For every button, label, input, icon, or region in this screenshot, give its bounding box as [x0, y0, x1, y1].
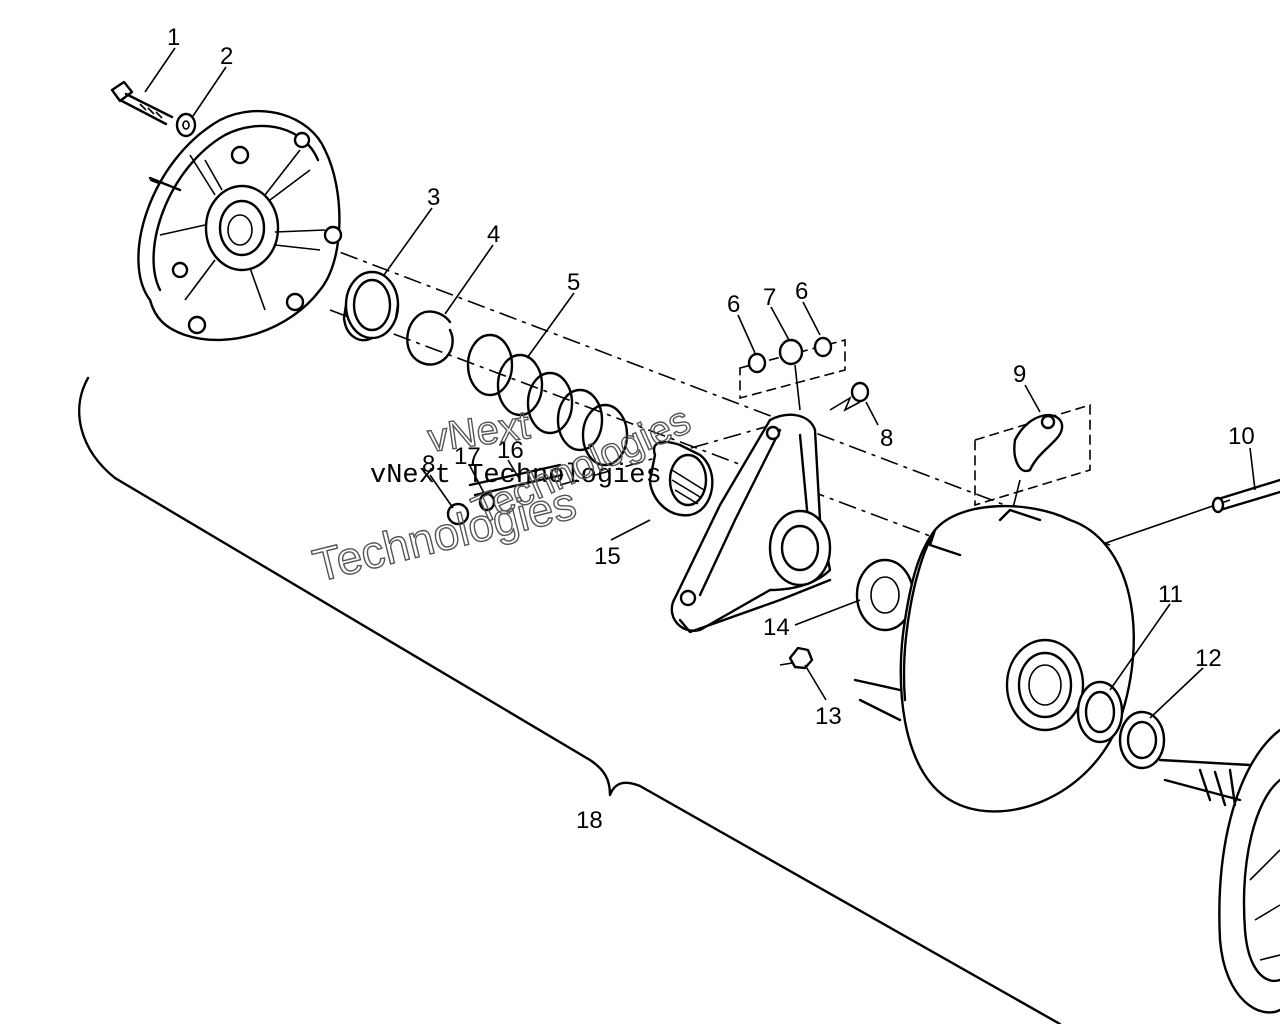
shaft-pin-part — [1211, 478, 1280, 514]
roller-set-part — [739, 336, 846, 411]
fixed-sheave-part — [1158, 728, 1280, 1014]
roller-pin-part — [829, 381, 870, 412]
callout-2: 2 — [220, 43, 233, 70]
callout-labels: 1 2 3 4 5 6 7 6 8 9 10 11 12 13 14 15 16… — [167, 24, 1255, 834]
callout-18: 18 — [576, 807, 603, 834]
callout-9: 9 — [1013, 361, 1026, 388]
spring-cup-part — [648, 440, 714, 517]
callout-7: 7 — [763, 284, 776, 311]
washer-part — [175, 112, 197, 138]
callout-5: 5 — [567, 269, 580, 296]
callout-15: 15 — [594, 543, 621, 570]
callout-6a: 6 — [727, 291, 740, 318]
callout-12: 12 — [1195, 645, 1222, 672]
callout-8a: 8 — [880, 425, 893, 452]
sheave-bushings-part — [1076, 680, 1166, 770]
callout-1: 1 — [167, 24, 180, 51]
pin-parts — [446, 463, 564, 526]
callout-13: 13 — [815, 703, 842, 730]
bolt-part — [110, 80, 174, 126]
callout-17: 17 — [454, 443, 481, 470]
leader-lines — [144, 47, 1256, 719]
spring-part — [466, 333, 629, 467]
callout-3: 3 — [427, 184, 440, 211]
callout-10: 10 — [1228, 423, 1255, 450]
nut-part — [788, 646, 814, 670]
watermark-text-1: vNext Technologies — [370, 461, 662, 491]
cover-plate-part — [137, 109, 343, 342]
watermark: vNext Technologies vNext Technologies Te… — [307, 397, 698, 592]
callout-6b: 6 — [795, 278, 808, 305]
snap-ring-part — [406, 310, 454, 366]
callout-14: 14 — [763, 614, 790, 641]
callout-8b: 8 — [422, 451, 435, 478]
moveable-sheave-part — [853, 504, 1135, 813]
clip-part — [974, 403, 1091, 521]
callout-11: 11 — [1158, 581, 1183, 608]
callout-16: 16 — [497, 437, 524, 464]
bushing-part — [342, 270, 400, 342]
callout-4: 4 — [487, 221, 500, 248]
spider-arm-part — [670, 413, 832, 634]
assembly-brace — [78, 376, 1062, 1024]
